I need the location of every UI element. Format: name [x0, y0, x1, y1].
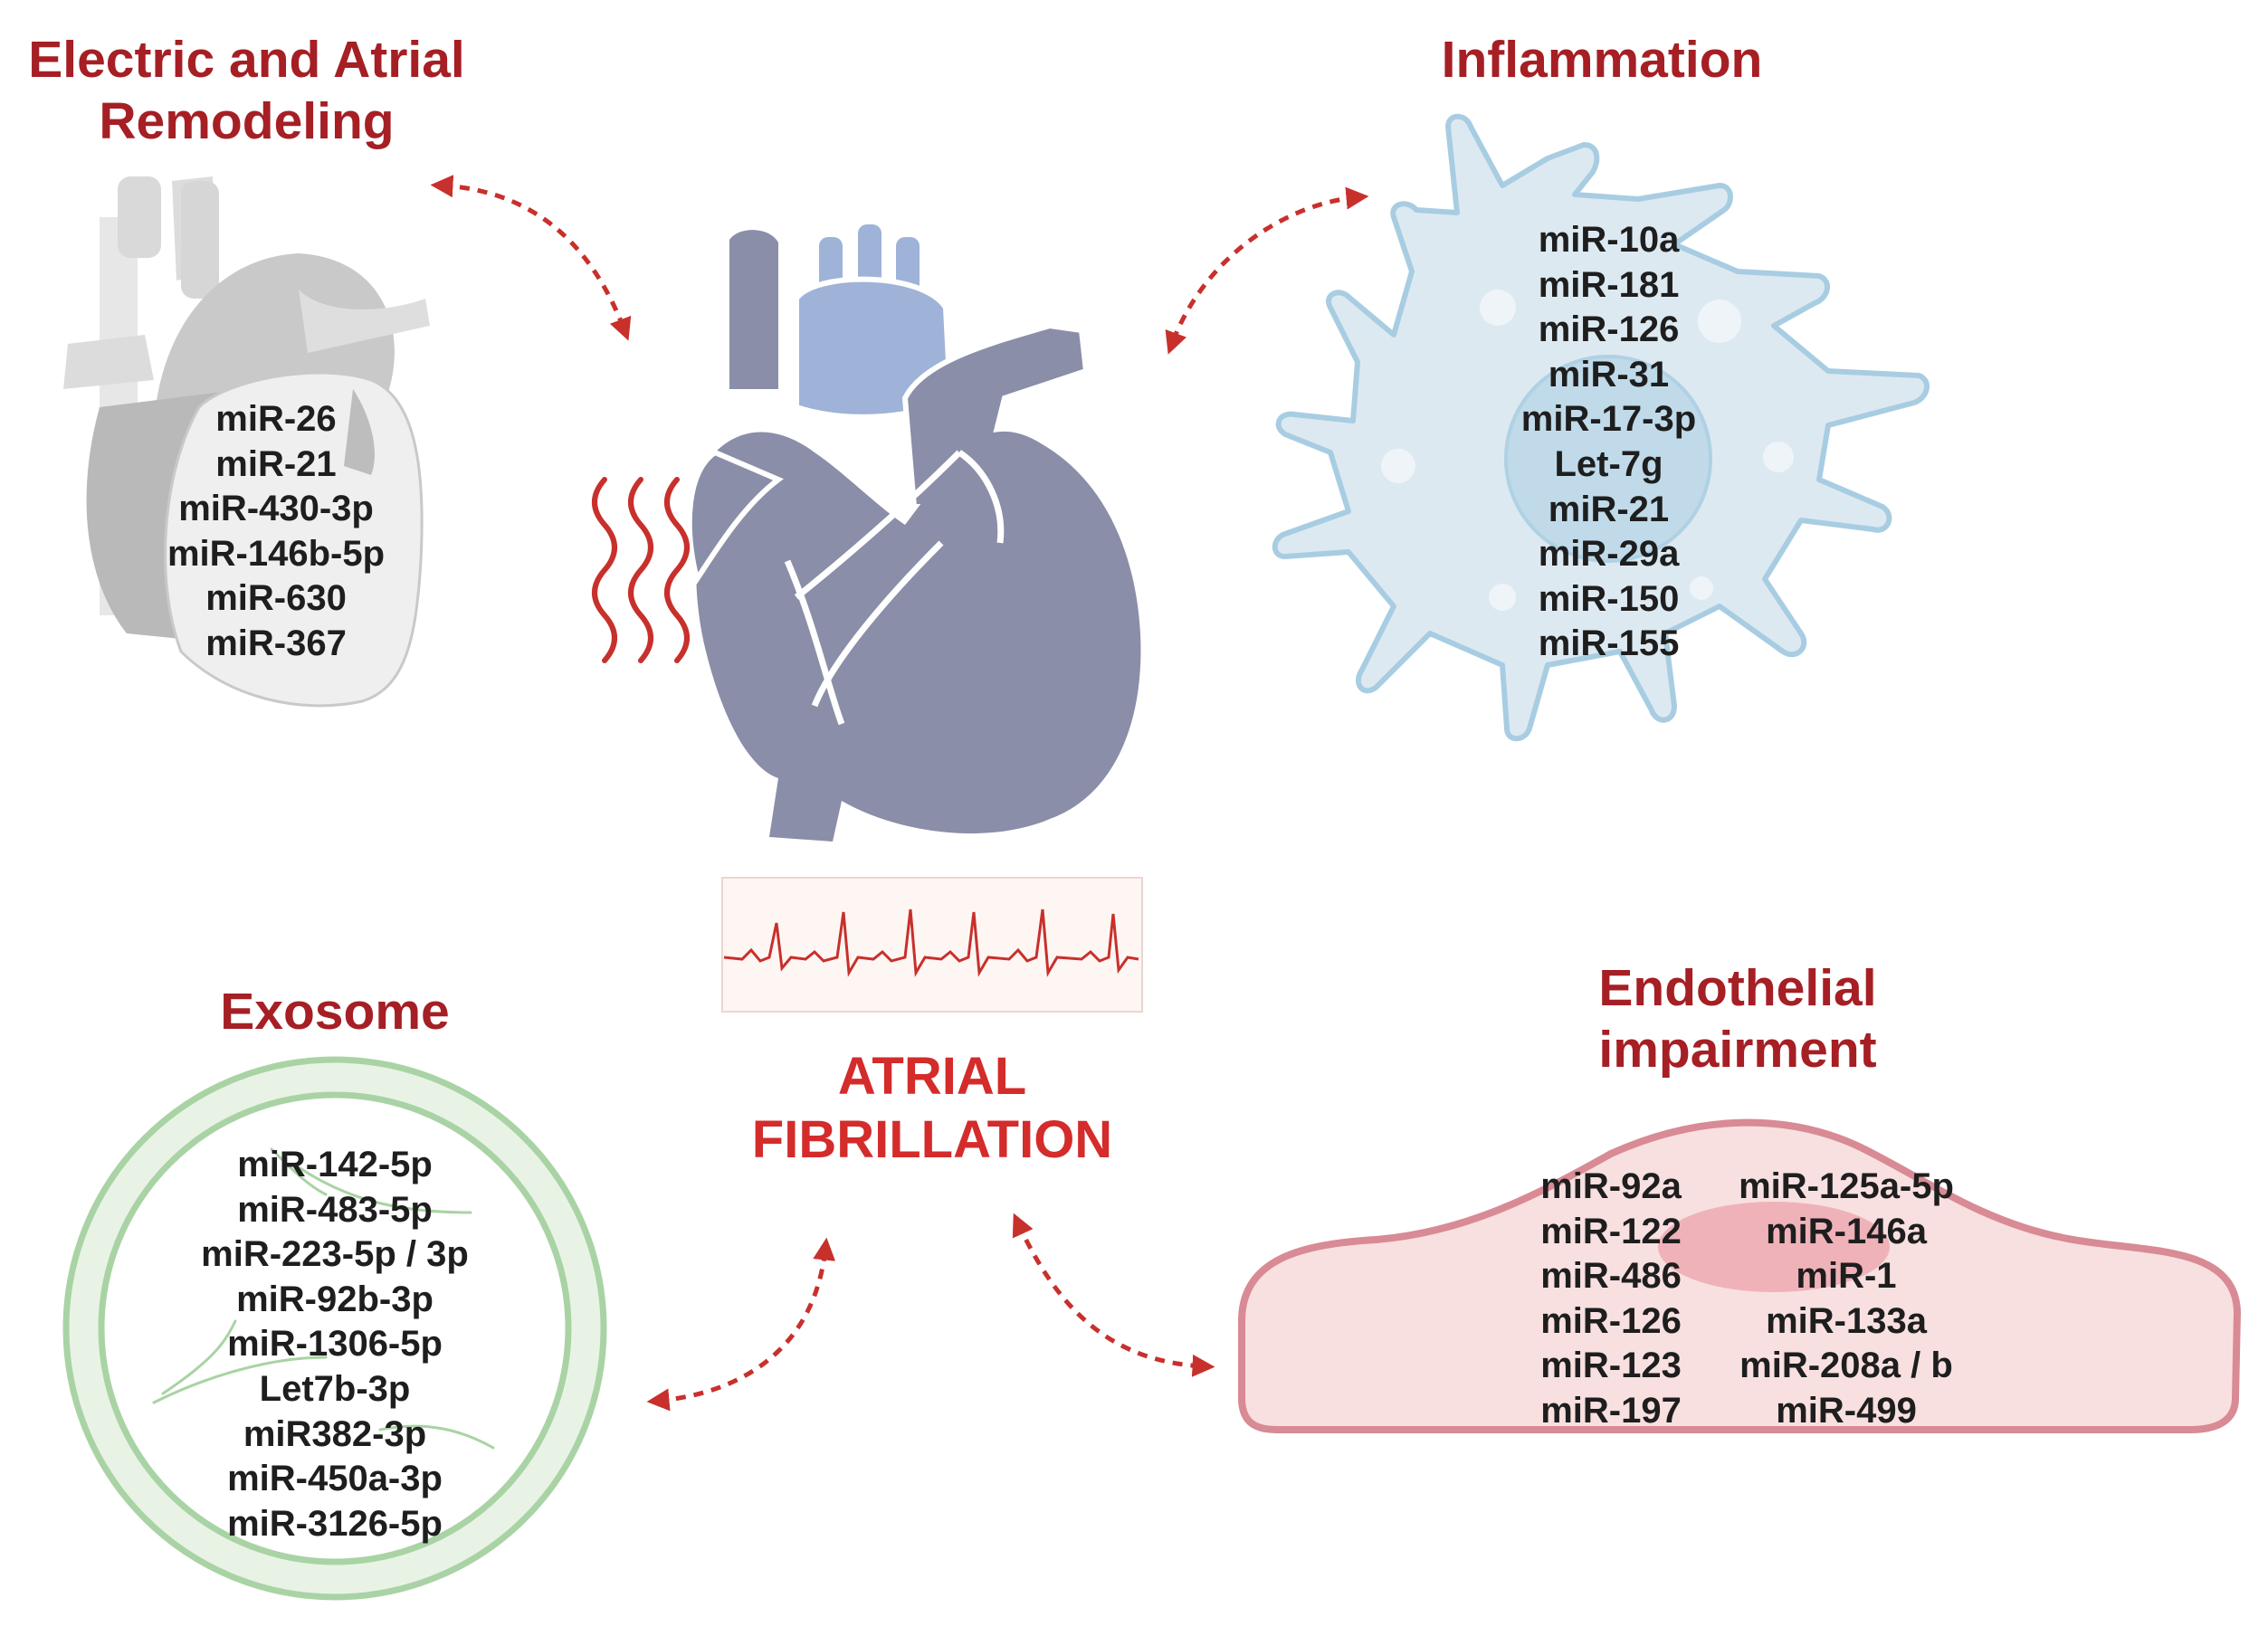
mirna-item: miR-146a — [1766, 1211, 1927, 1251]
endothelial-title-line1: Endothelial — [1598, 959, 1877, 1017]
arrow-electric — [430, 175, 632, 341]
mirna-item: miR-142-5p — [237, 1145, 433, 1184]
mirna-item: miR-21 — [1548, 489, 1670, 529]
ecg-strip-icon — [721, 877, 1143, 1013]
electric-title: Electric and Atrial Remodeling — [18, 29, 475, 152]
mirna-item: miR-92b-3p — [236, 1279, 434, 1319]
electric-title-line1: Electric and Atrial — [28, 31, 465, 89]
heart-icon — [686, 224, 1141, 842]
endothelial-cell-icon — [1238, 1118, 2241, 1433]
mirna-item: miR-26 — [215, 399, 337, 439]
mirna-item: miR-197 — [1540, 1390, 1682, 1431]
mirna-item: miR-21 — [215, 443, 337, 484]
endothelial-title: Endothelial impairment — [1557, 957, 1919, 1080]
mirna-item: miR-430-3p — [178, 489, 374, 529]
vibration-icon — [592, 477, 690, 663]
mirna-item: Let7b-3p — [259, 1368, 411, 1409]
mirna-item: miR-1 — [1796, 1256, 1897, 1297]
mirna-item: miR-92a — [1540, 1166, 1682, 1206]
immune-cell-icon — [1272, 113, 1930, 742]
mirna-item: miR-150 — [1538, 578, 1680, 619]
electric-title-line2: Remodeling — [99, 92, 395, 150]
arrow-exosome — [646, 1237, 836, 1412]
mirna-item: miR-450a-3p — [227, 1459, 443, 1499]
endothelial-title-line2: impairment — [1598, 1021, 1877, 1079]
inflammation-title: Inflammation — [1441, 31, 1763, 89]
arrows — [430, 175, 1369, 1412]
mirna-item: miR-223-5p / 3p — [201, 1234, 469, 1275]
exosome-title: Exosome — [220, 983, 450, 1041]
mirna-item: miR382-3p — [243, 1413, 427, 1454]
faded-heart-icon — [63, 176, 430, 708]
arrow-inflammation — [1165, 186, 1369, 355]
mirna-item: miR-3126-5p — [227, 1503, 443, 1544]
center-title-line1: ATRIAL — [837, 1047, 1027, 1106]
arrow-endothelial — [1012, 1213, 1215, 1377]
mirna-item: miR-499 — [1776, 1390, 1917, 1431]
mirna-item: miR-125a-5p — [1739, 1166, 1954, 1206]
mirna-item: miR-10a — [1538, 220, 1680, 260]
center-title: ATRIAL FIBRILLATION — [706, 1045, 1158, 1172]
mirna-item: miR-126 — [1538, 309, 1680, 350]
mirna-item: miR-208a / b — [1739, 1346, 1953, 1386]
mirna-item: miR-367 — [205, 623, 347, 663]
mirna-item: miR-31 — [1548, 354, 1670, 395]
mirna-item: miR-486 — [1540, 1256, 1682, 1297]
mirna-item: miR-123 — [1540, 1346, 1682, 1386]
mirna-item: miR-483-5p — [237, 1189, 433, 1230]
mirna-item: miR-29a — [1538, 534, 1680, 575]
exosome-icon — [62, 1056, 607, 1601]
mirna-item: Let-7g — [1554, 443, 1663, 484]
mirna-item: miR-126 — [1540, 1300, 1682, 1341]
mirna-item: miR-181 — [1538, 264, 1680, 305]
mirna-item: miR-146b-5p — [167, 533, 386, 574]
mirna-item: miR-133a — [1766, 1300, 1927, 1341]
mirna-item: miR-17-3p — [1520, 399, 1697, 440]
mirna-item: miR-630 — [205, 578, 347, 619]
mirna-item: miR-122 — [1540, 1211, 1682, 1251]
mirna-item: miR-1306-5p — [227, 1324, 443, 1365]
center-title-line2: FIBRILLATION — [751, 1110, 1113, 1169]
mirna-item: miR-155 — [1538, 623, 1680, 664]
